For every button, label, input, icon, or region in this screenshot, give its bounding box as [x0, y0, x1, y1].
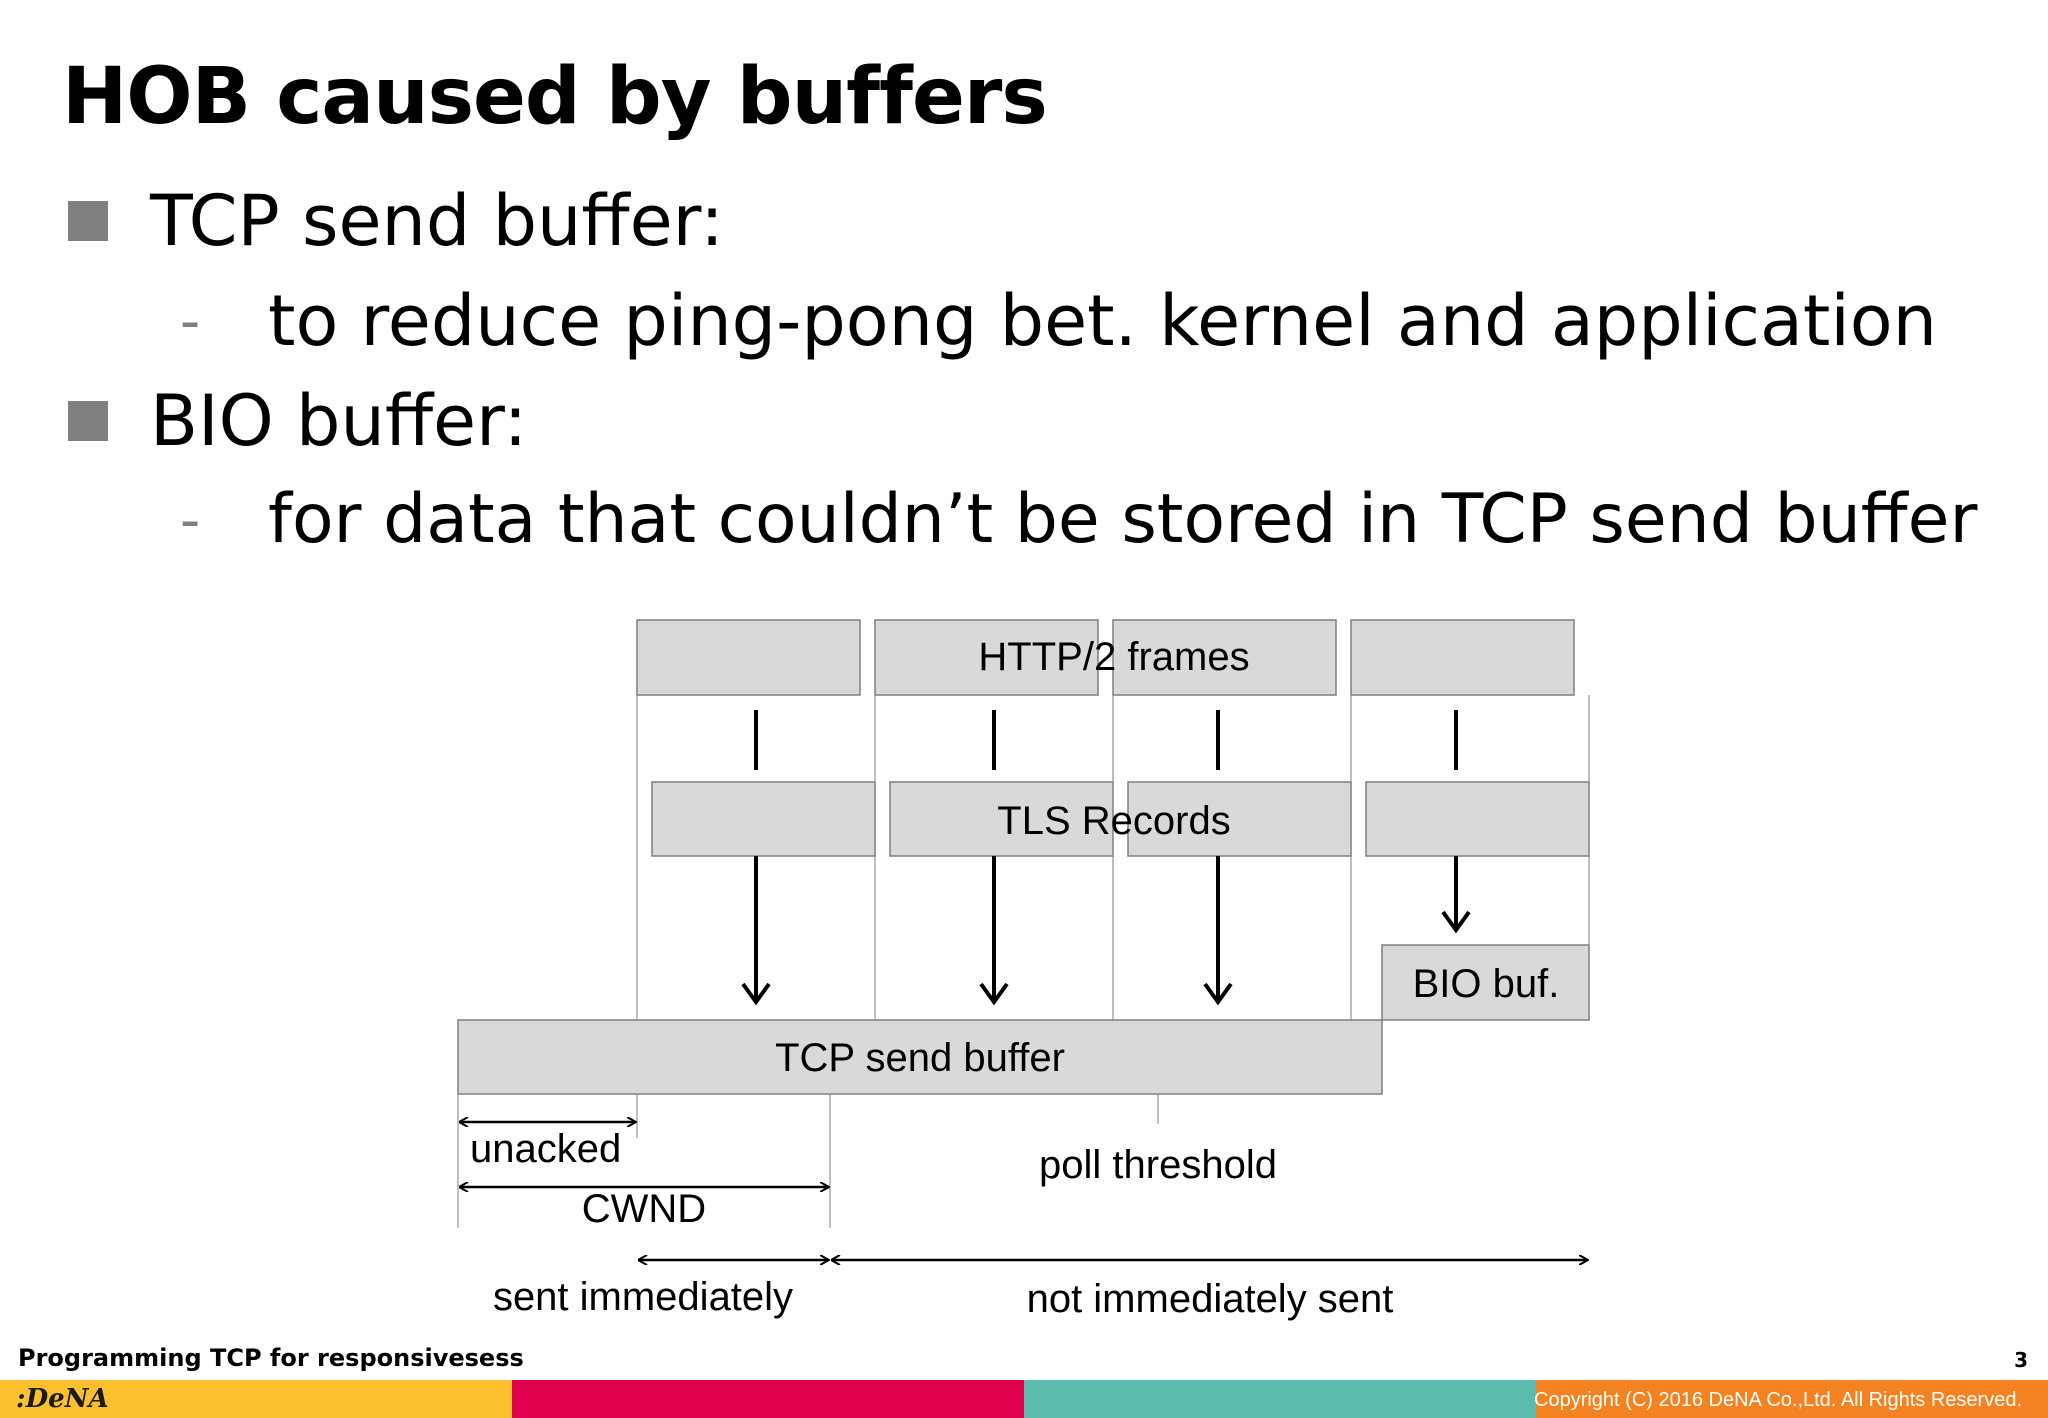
- sent-immediately-label: sent immediately: [493, 1275, 793, 1319]
- tls-records-label: TLS Records: [997, 799, 1230, 843]
- http2-frame-box: [636, 619, 861, 696]
- unacked-label: unacked: [470, 1127, 621, 1171]
- sub-bullet-bio-data: - for data that couldn’t be stored in TC…: [180, 486, 1977, 554]
- span-arrows: [460, 1122, 1587, 1260]
- tcp-send-buffer-box: [457, 1019, 1383, 1095]
- http2-frame-box: [874, 619, 1099, 696]
- dena-logo: :DeNA: [16, 1384, 109, 1414]
- tls-record-box: [1365, 781, 1590, 857]
- measure-guides: [457, 1094, 1159, 1228]
- sub-bullet-text: to reduce ping-pong bet. kernel and appl…: [268, 280, 1937, 362]
- presentation-title: Programming TCP for responsivesess: [18, 1344, 524, 1372]
- footer-color-bar: :DeNA Copyright (C) 2016 DeNA Co.,Ltd. A…: [0, 1380, 2048, 1418]
- bullet-text: BIO buffer:: [150, 380, 528, 462]
- poll-threshold-label: poll threshold: [1039, 1143, 1277, 1187]
- http2-frames-label: HTTP/2 frames: [978, 635, 1249, 679]
- tls-record-box: [651, 781, 876, 857]
- http2-frame-box: [1112, 619, 1337, 696]
- tls-record-box: [1127, 781, 1352, 857]
- footer-segment-orange: Copyright (C) 2016 DeNA Co.,Ltd. All Rig…: [1534, 1380, 2048, 1418]
- bullet-square-icon: [68, 201, 108, 241]
- bullet-tcp-send-buffer: TCP send buffer:: [68, 186, 724, 256]
- copyright-text: Copyright (C) 2016 DeNA Co.,Ltd. All Rig…: [1534, 1389, 2022, 1411]
- footer-segment-teal: [1024, 1380, 1536, 1418]
- tls-record-box: [889, 781, 1114, 857]
- http2-frames: [636, 619, 1575, 696]
- tls-records: [651, 781, 1590, 857]
- cwnd-label: CWND: [582, 1187, 706, 1231]
- bullet-bio-buffer: BIO buffer:: [68, 386, 527, 456]
- flow-arrows: [741, 710, 1471, 1006]
- dash-marker: -: [180, 288, 201, 354]
- slide-title: HOB caused by buffers: [62, 52, 1048, 142]
- http2-frame-box: [1350, 619, 1575, 696]
- page-number: 3: [2014, 1348, 2028, 1372]
- footer-segment-magenta: [512, 1380, 1024, 1418]
- bio-buffer-box: [1381, 944, 1590, 1021]
- buffer-diagram: HTTP/2 frames TLS Records BIO buf. TCP s…: [457, 619, 1590, 1321]
- sub-bullet-ping-pong: - to reduce ping-pong bet. kernel and ap…: [180, 286, 1937, 356]
- bullet-text: TCP send buffer:: [150, 180, 724, 262]
- footer-segment-yellow: :DeNA: [0, 1380, 512, 1418]
- sub-bullet-text: for data that couldn’t be stored in TCP …: [268, 480, 1978, 559]
- dash-marker: -: [180, 487, 201, 553]
- bullet-square-icon: [68, 401, 108, 441]
- not-immediately-sent-label: not immediately sent: [1027, 1277, 1394, 1321]
- bio-buf-label: BIO buf.: [1413, 962, 1560, 1006]
- tcp-send-buffer-label: TCP send buffer: [775, 1036, 1065, 1080]
